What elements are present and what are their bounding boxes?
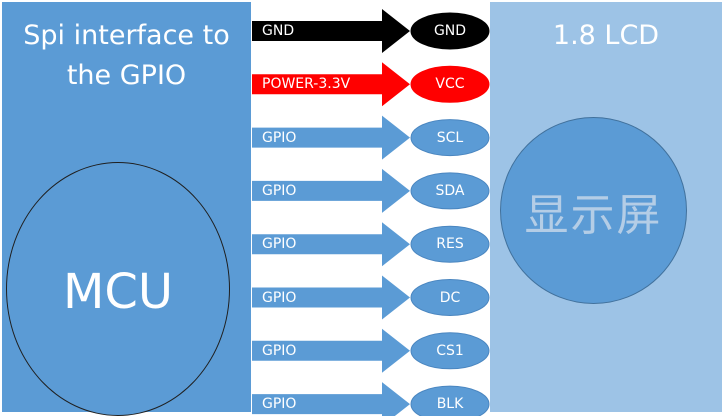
pin-label-scl: SCL: [436, 129, 464, 146]
pin-vcc-ellipse: [410, 65, 490, 103]
pin-res-ellipse: [410, 225, 490, 263]
signal-label-scl: GPIO: [262, 129, 297, 146]
arrow-res: [252, 222, 410, 267]
signal-label-blk: GPIO: [262, 396, 297, 413]
mcu-circle: MCU: [6, 162, 230, 416]
mcu-title: Spi interface to the GPIO: [2, 16, 251, 96]
mcu-title-line-2: the GPIO: [66, 60, 187, 91]
pin-label-dc: DC: [439, 289, 461, 306]
signal-label-sda: GPIO: [262, 182, 297, 199]
arrow-scl: [252, 115, 410, 160]
pin-dc-ellipse: [410, 279, 490, 316]
pin-scl-ellipse: [410, 119, 490, 157]
pin-blk-ellipse: [410, 385, 490, 416]
pin-sda-ellipse: [410, 172, 490, 210]
arrow-cs1: [252, 328, 410, 373]
pin-label-sda: SDA: [435, 182, 465, 199]
pin-label-blk: BLK: [436, 396, 464, 413]
pin-cs1-ellipse: [410, 332, 490, 370]
arrow-sda: [252, 168, 410, 213]
lcd-title: 1.8 LCD: [552, 20, 660, 51]
signal-label-vcc: POWER-3.3V: [262, 76, 351, 93]
signal-label-res: GPIO: [262, 236, 297, 253]
pin-label-gnd: GND: [433, 23, 467, 39]
arrow-blk: [252, 382, 410, 416]
signal-label-dc: GPIO: [262, 289, 297, 306]
lcd-display-label: 显示屏: [524, 189, 663, 241]
signal-label-gnd: GND: [262, 23, 295, 39]
pin-label-vcc: VCC: [435, 76, 465, 93]
arrow-vcc: [252, 62, 410, 107]
pin-label-res: RES: [436, 236, 464, 253]
arrow-gnd: [252, 9, 410, 53]
mcu-label: MCU: [62, 264, 174, 320]
lcd-panel: 1.8 LCD 显示屏: [490, 2, 722, 412]
arrow-dc: [252, 275, 410, 320]
pin-gnd-ellipse: [410, 12, 490, 50]
mcu-panel: Spi interface to the GPIO MCU: [2, 2, 251, 416]
signal-label-cs1: GPIO: [262, 342, 297, 359]
lcd-display-circle: 显示屏: [500, 117, 687, 304]
mcu-title-line-1: Spi interface to: [23, 20, 230, 51]
pin-label-cs1: CS1: [436, 342, 464, 359]
